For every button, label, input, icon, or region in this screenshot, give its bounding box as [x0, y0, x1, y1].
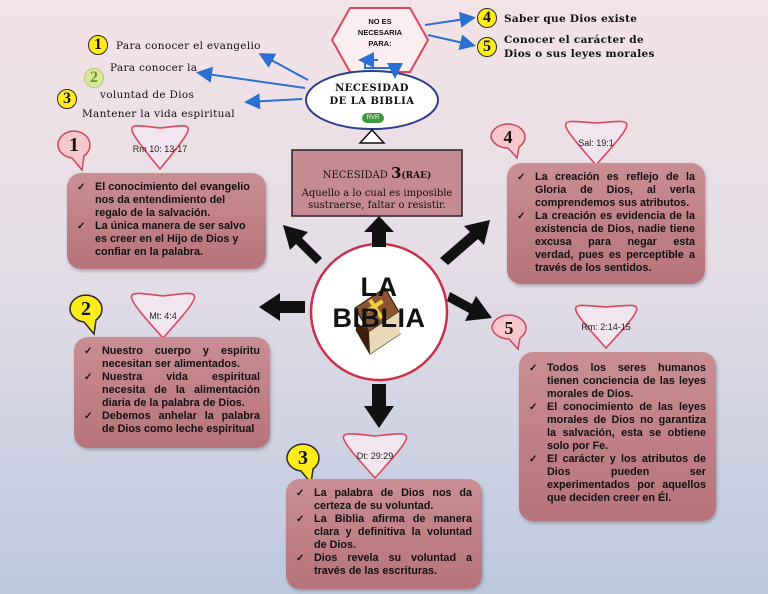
note-2-text-line-2: voluntad de Dios [100, 89, 195, 101]
no-es-line-1: NO ES [368, 17, 392, 26]
rvr-badge: RVR [362, 113, 384, 123]
card-3-item: Dios revela su voluntad a través de las … [292, 552, 472, 578]
blue-arrow-to-note-2 [196, 66, 306, 89]
card-2: Nuestro cuerpo y espíritu necesitan ser … [74, 337, 270, 448]
note-5-number: 5 [477, 37, 497, 57]
card-1-list: El conocimiento del evangelio nos da ent… [73, 181, 256, 259]
card-3-reference: Dt: 29:29 [356, 451, 394, 461]
no-es-label: NO ES NECESARIA PARA: [340, 16, 420, 49]
card-2-item: Debemos anhelar la palabra de Dios como … [80, 410, 260, 436]
rae-source: (RAE) [401, 171, 432, 181]
note-2-text-line-1: Para conocer la [110, 62, 198, 74]
black-arrow-right [447, 292, 492, 321]
note-1-number: 1 [88, 35, 108, 55]
card-5-item: El conocimiento de las leyes morales de … [525, 401, 706, 453]
note-3-text: Mantener la vida espiritual [82, 108, 235, 120]
blue-arrow-inner [364, 58, 403, 79]
blue-arrow-to-note-3 [244, 93, 303, 110]
blue-arrow-to-note-1 [258, 53, 309, 81]
card-5-reference: Rm: 2:14-15 [581, 322, 631, 332]
card-3-list: La palabra de Dios nos da certeza de su … [292, 487, 472, 578]
card-1: El conocimiento del evangelio nos da ent… [67, 173, 266, 269]
card-3-item: La palabra de Dios nos da certeza de su … [292, 487, 472, 513]
black-arrow-up-left [283, 225, 322, 264]
rae-number: 3 [390, 164, 402, 182]
necesidad-line-2: DE LA BIBLIA [329, 96, 415, 107]
necesidad-line-1: NECESIDAD [335, 83, 409, 94]
card-2-reference: Mt: 4:4 [149, 311, 177, 321]
center-title: LA BIBLIA [332, 272, 426, 333]
note-5-text-line-1: Conocer el carácter de [504, 34, 644, 46]
card-2-item: Nuestra vida espiritual necesita de la a… [80, 371, 260, 410]
black-arrow-up [364, 216, 394, 247]
note-2-number: 2 [84, 68, 104, 88]
no-es-line-2: NECESARIA [357, 28, 403, 37]
note-1-text: Para conocer el evangelio [116, 40, 261, 52]
rae-label: NECESIDAD [322, 170, 388, 181]
card-2-list: Nuestro cuerpo y espíritu necesitan ser … [80, 345, 260, 436]
card-4-item: La creación es evidencia de la existenci… [513, 210, 695, 275]
card-5-item: Todos los seres humanos tienen concienci… [525, 362, 706, 401]
note-4-text: Saber que Dios existe [504, 13, 638, 25]
note-5-text-line-2: Dios o sus leyes morales [504, 48, 655, 60]
card-3: La palabra de Dios nos da certeza de su … [286, 479, 482, 589]
card-4: La creación es reflejo de la Gloria de D… [507, 163, 705, 284]
outline-up-arrow [358, 128, 386, 144]
card-3-number: 3 [298, 447, 308, 469]
blue-arrow-to-note-4 [424, 11, 476, 28]
card-1-item: La única manera de ser salvo es creer en… [73, 220, 256, 259]
necesidad-title: NECESIDAD DE LA BIBLIA [314, 82, 430, 108]
card-1-reference: Rm 10: 13-17 [132, 144, 188, 154]
card-5-list: Todos los seres humanos tienen concienci… [525, 362, 706, 505]
black-arrow-up-right [440, 220, 490, 265]
card-1-number: 1 [69, 134, 79, 156]
rae-definition: Aquello a lo cual es imposible sustraers… [301, 188, 453, 211]
card-4-item: La creación es reflejo de la Gloria de D… [513, 171, 695, 210]
card-2-number: 2 [81, 298, 91, 320]
card-5-number: 5 [504, 318, 514, 338]
card-4-number: 4 [503, 127, 513, 147]
card-3-item: La Biblia afirma de manera clara y defin… [292, 513, 472, 552]
note-4-number: 4 [477, 8, 497, 28]
card-1-item: El conocimiento del evangelio nos da ent… [73, 181, 256, 220]
card-5-item: El carácter y los atributos de Dios pued… [525, 453, 706, 505]
black-arrow-left [259, 293, 305, 321]
card-4-reference: Sal: 19:1 [578, 138, 614, 148]
blue-arrow-to-note-5 [427, 34, 476, 51]
card-4-list: La creación es reflejo de la Gloria de D… [513, 171, 695, 275]
no-es-line-3: PARA: [368, 39, 392, 48]
black-arrow-down [364, 384, 394, 428]
card-5: Todos los seres humanos tienen concienci… [519, 352, 716, 521]
rae-heading: NECESIDAD 3(RAE) [292, 164, 462, 182]
note-3-number: 3 [57, 89, 77, 109]
card-2-item: Nuestro cuerpo y espíritu necesitan ser … [80, 345, 260, 371]
